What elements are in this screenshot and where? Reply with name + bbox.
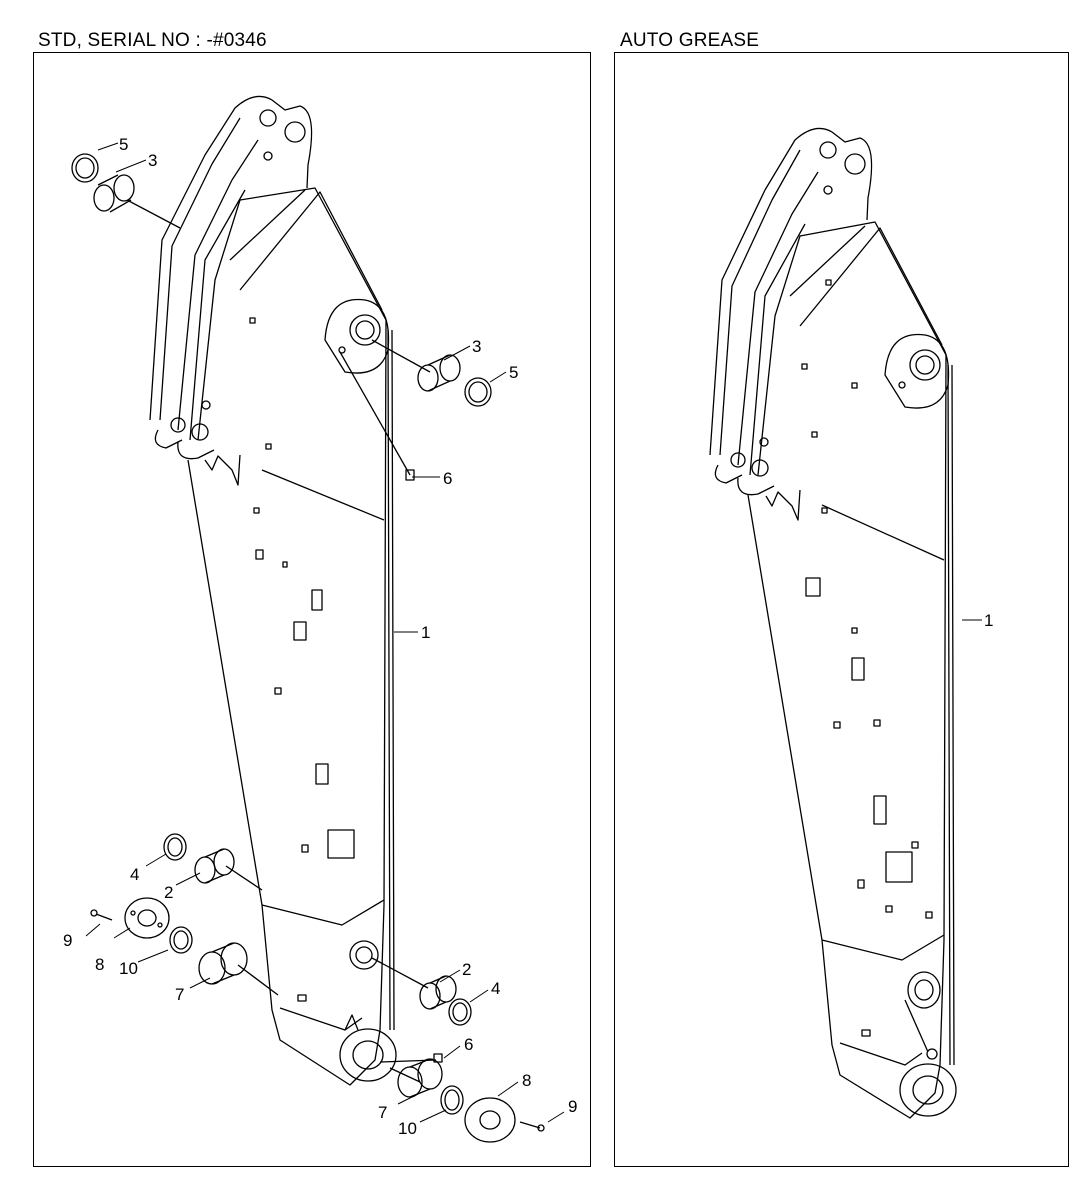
callout-std-3b: 3 <box>472 337 481 356</box>
auto-grease-boom-drawing <box>709 127 957 1119</box>
auto-grease-panel-title: AUTO GREASE <box>620 30 760 51</box>
std-panel-frame <box>33 52 591 1167</box>
auto-grease-panel-frame <box>614 52 1069 1167</box>
callout-std-6b: 6 <box>464 1035 473 1054</box>
std-small-parts <box>71 153 545 1143</box>
callout-labels: 1 2 2 3 3 4 4 5 5 6 6 7 7 8 8 9 9 10 10 … <box>63 135 993 1138</box>
callout-std-8a: 8 <box>95 955 104 974</box>
callout-std-1: 1 <box>421 623 430 642</box>
callout-std-4a: 4 <box>130 865 139 884</box>
callout-std-5a: 5 <box>119 135 128 154</box>
std-boom-drawing <box>149 95 397 1086</box>
callout-std-2b: 2 <box>462 960 471 979</box>
callout-std-5b: 5 <box>509 363 518 382</box>
callout-std-2a: 2 <box>164 883 173 902</box>
callout-std-4b: 4 <box>491 979 500 998</box>
callout-std-10a: 10 <box>119 959 138 978</box>
callout-auto-grease-1: 1 <box>984 611 993 630</box>
callout-std-7a: 7 <box>175 985 184 1004</box>
callout-std-3a: 3 <box>148 151 157 170</box>
callout-std-9a: 9 <box>63 931 72 950</box>
callout-std-6a: 6 <box>443 469 452 488</box>
callout-std-9b: 9 <box>568 1097 577 1116</box>
std-callouts <box>85 142 982 1123</box>
callout-std-8b: 8 <box>522 1071 531 1090</box>
callout-std-7b: 7 <box>378 1103 387 1122</box>
callout-std-10b: 10 <box>398 1119 417 1138</box>
std-panel-title: STD, SERIAL NO : -#0346 <box>38 30 267 51</box>
